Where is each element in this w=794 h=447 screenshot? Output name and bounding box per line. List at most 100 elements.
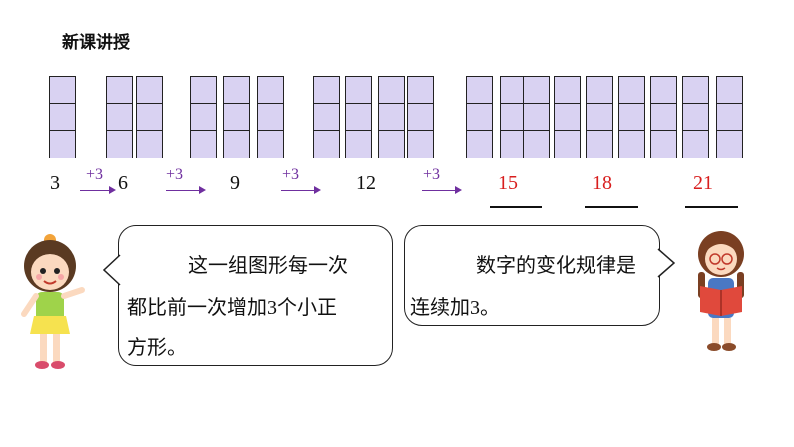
- square-column: [313, 76, 340, 158]
- small-square: [191, 131, 216, 158]
- small-square: [50, 104, 75, 131]
- small-square: [107, 77, 132, 104]
- small-square: [224, 104, 249, 131]
- small-square: [346, 104, 371, 131]
- small-square: [408, 104, 433, 131]
- answer-blank: [585, 206, 638, 208]
- sequence-number: 12: [356, 172, 376, 194]
- small-square: [501, 104, 526, 131]
- square-column: [49, 76, 76, 158]
- sequence-number: 6: [118, 172, 128, 194]
- bubble-right-line1: 数字的变化规律是: [476, 255, 636, 277]
- small-square: [379, 131, 404, 158]
- small-square: [683, 131, 708, 158]
- small-square: [408, 77, 433, 104]
- small-square: [651, 104, 676, 131]
- small-square: [191, 77, 216, 104]
- square-column: [523, 76, 550, 158]
- small-square: [587, 77, 612, 104]
- sequence-number: 3: [50, 172, 60, 194]
- small-square: [683, 77, 708, 104]
- small-square: [191, 104, 216, 131]
- square-column: [682, 76, 709, 158]
- speech-bubble-right: [404, 225, 660, 326]
- small-square: [587, 131, 612, 158]
- sequence-number: 9: [230, 172, 240, 194]
- square-column: [223, 76, 250, 158]
- step-label: +3: [423, 166, 441, 183]
- square-column: [650, 76, 677, 158]
- square-column: [106, 76, 133, 158]
- small-square: [408, 131, 433, 158]
- small-square: [258, 131, 283, 158]
- small-square: [619, 104, 644, 131]
- small-square: [587, 104, 612, 131]
- small-square: [717, 77, 742, 104]
- square-column: [136, 76, 163, 158]
- small-square: [467, 104, 492, 131]
- small-square: [314, 131, 339, 158]
- girl-character: [21, 234, 85, 369]
- small-square: [107, 104, 132, 131]
- small-square: [524, 77, 549, 104]
- small-square: [50, 77, 75, 104]
- small-square: [50, 131, 75, 158]
- small-square: [379, 104, 404, 131]
- answer-number: 18: [592, 172, 612, 194]
- bubble-left-line2: 都比前一次增加3个小正: [127, 297, 337, 319]
- reading-girl-character: [698, 231, 744, 351]
- small-square: [137, 104, 162, 131]
- small-square: [651, 77, 676, 104]
- bubble-tail-icon: [103, 254, 121, 286]
- answer-number: 21: [693, 172, 713, 194]
- small-square: [379, 77, 404, 104]
- small-square: [467, 77, 492, 104]
- small-square: [501, 131, 526, 158]
- small-square: [224, 77, 249, 104]
- arrow-icon: [281, 186, 321, 194]
- answer-blank: [685, 206, 738, 208]
- small-square: [346, 77, 371, 104]
- small-square: [346, 131, 371, 158]
- small-square: [651, 131, 676, 158]
- small-square: [137, 131, 162, 158]
- small-square: [619, 77, 644, 104]
- small-square: [137, 77, 162, 104]
- small-square: [555, 104, 580, 131]
- small-square: [467, 131, 492, 158]
- answer-blank: [490, 206, 542, 208]
- bubble-left-line3: 方形。: [127, 337, 187, 359]
- step-label: +3: [282, 166, 300, 183]
- square-column: [716, 76, 743, 158]
- square-column: [345, 76, 372, 158]
- small-square: [224, 131, 249, 158]
- square-column: [407, 76, 434, 158]
- small-square: [524, 131, 549, 158]
- bubble-right-line2: 连续加3。: [410, 297, 500, 319]
- square-column: [618, 76, 645, 158]
- arrow-icon: [166, 186, 206, 194]
- small-square: [555, 77, 580, 104]
- arrow-icon: [422, 186, 462, 194]
- step-label: +3: [86, 166, 104, 183]
- square-column: [586, 76, 613, 158]
- speech-bubble-left: [118, 225, 393, 366]
- bubble-left-line1: 这一组图形每一次: [188, 255, 348, 277]
- square-column: [190, 76, 217, 158]
- small-square: [258, 104, 283, 131]
- answer-number: 15: [498, 172, 518, 194]
- small-square: [555, 131, 580, 158]
- small-square: [717, 131, 742, 158]
- square-column: [257, 76, 284, 158]
- small-square: [683, 104, 708, 131]
- small-square: [258, 77, 283, 104]
- small-square: [717, 104, 742, 131]
- square-column: [554, 76, 581, 158]
- square-column: [500, 76, 527, 158]
- page-title: 新课讲授: [62, 33, 130, 53]
- square-column: [466, 76, 493, 158]
- small-square: [619, 131, 644, 158]
- arrow-icon: [80, 186, 116, 194]
- small-square: [501, 77, 526, 104]
- small-square: [107, 131, 132, 158]
